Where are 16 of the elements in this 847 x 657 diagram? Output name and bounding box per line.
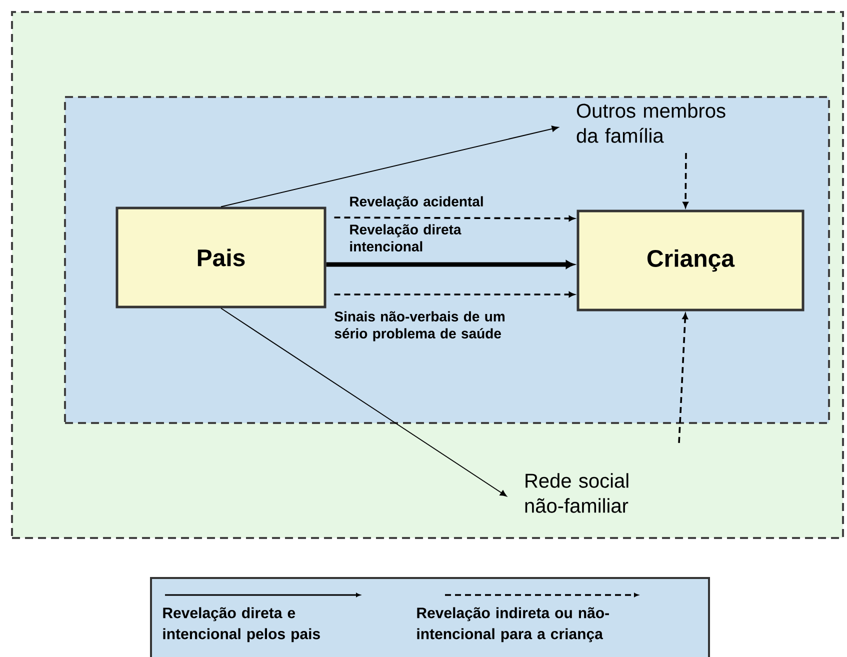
edge-label: Sinais não-verbais de um sério problema de saúde	[334, 311, 504, 342]
process-box: Criança	[576, 210, 804, 312]
arrow	[334, 216, 575, 222]
arrow	[682, 153, 688, 208]
arrow	[678, 313, 688, 444]
edge-label: Revelação acidental	[350, 196, 483, 210]
edge-label: Revelação direta intencional	[350, 224, 462, 252]
arrow	[220, 308, 507, 497]
arrow	[220, 126, 559, 208]
legend-label: Revelação indireta ou não-intencional para a criança	[417, 607, 609, 642]
node-label: Outros membros da família	[576, 103, 726, 143]
legend-label: Revelação direta e intencional pelos pais	[163, 607, 320, 642]
process-box: Pais	[116, 206, 326, 308]
node-label: Rede social não-familiar	[525, 473, 628, 513]
arrow	[334, 292, 575, 298]
arrow	[326, 260, 574, 268]
